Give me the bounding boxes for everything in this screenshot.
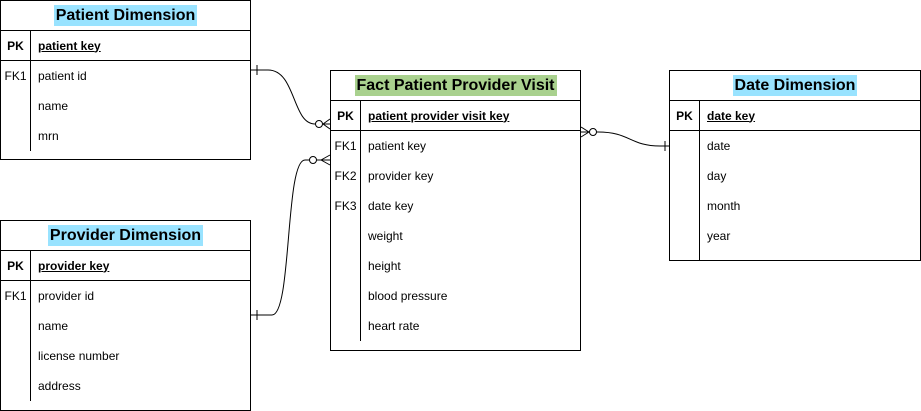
key-label (1, 311, 31, 341)
attribute: date (707, 139, 731, 153)
attribute: name (38, 319, 69, 333)
attribute: day (707, 169, 727, 183)
primary-key-row: PK provider key (1, 251, 250, 281)
entity-title: Fact Patient Provider Visit (354, 75, 557, 96)
entity-header: Patient Dimension (1, 1, 250, 31)
entity-title: Patient Dimension (53, 5, 198, 26)
key-label (331, 311, 361, 341)
attribute-row: weight (331, 221, 580, 251)
key-label (670, 191, 700, 221)
patient-to-fact-relationship[interactable] (251, 65, 331, 130)
key-label: FK1 (1, 281, 31, 311)
crows-foot-upper (580, 126, 590, 133)
attribute-row: blood pressure (331, 281, 580, 311)
zero-marker (589, 128, 597, 136)
key-label (331, 281, 361, 311)
attribute-row: FK1 patient key (331, 131, 580, 161)
crows-foot-upper (320, 154, 331, 161)
key-label (1, 371, 31, 401)
key-label (1, 121, 31, 151)
attribute-row: FK3 date key (331, 191, 580, 221)
attribute-row: FK2 provider key (331, 161, 580, 191)
attribute: year (707, 229, 731, 243)
primary-key-attribute: provider key (38, 258, 110, 273)
attribute: height (368, 259, 401, 273)
provider-to-fact-relationship[interactable] (251, 154, 331, 320)
pk-label: PK (1, 31, 31, 60)
attribute: heart rate (368, 319, 420, 333)
attribute-row: mrn (1, 121, 250, 151)
attribute-row: day (670, 161, 920, 191)
key-label: FK1 (331, 131, 361, 161)
pk-label: PK (670, 101, 700, 130)
attribute: mrn (38, 129, 59, 143)
key-column-tail (670, 251, 700, 261)
attribute-row: year (670, 221, 920, 251)
pk-label: PK (1, 251, 31, 280)
provider-dimension-table[interactable]: Provider Dimension PK provider key FK1 p… (0, 220, 251, 411)
attribute: name (38, 99, 69, 113)
key-label: FK2 (331, 161, 361, 191)
entity-header: Fact Patient Provider Visit (331, 71, 580, 101)
attribute: month (707, 199, 741, 213)
key-label (1, 341, 31, 371)
attribute-row: name (1, 311, 250, 341)
entity-title: Date Dimension (732, 75, 858, 96)
attribute-row: FK1 provider id (1, 281, 250, 311)
primary-key-row: PK patient key (1, 31, 250, 61)
zero-marker (315, 120, 323, 128)
key-label (331, 251, 361, 281)
entity-header: Provider Dimension (1, 221, 250, 251)
key-label: FK3 (331, 191, 361, 221)
attribute-row: FK1 patient id (1, 61, 250, 91)
attribute: weight (368, 229, 403, 243)
pk-label: PK (331, 101, 361, 130)
key-label (331, 221, 361, 251)
key-label (670, 131, 700, 161)
entity-header: Date Dimension (670, 71, 920, 101)
fact-patient-provider-visit-table[interactable]: Fact Patient Provider Visit PK patient p… (330, 70, 581, 351)
primary-key-attribute: patient key (38, 38, 101, 53)
key-label (1, 91, 31, 121)
crows-foot-lower (320, 159, 331, 166)
fact-to-date-relationship[interactable] (580, 126, 669, 151)
attribute-row: name (1, 91, 250, 121)
attribute-row: height (331, 251, 580, 281)
crows-foot-lower (322, 123, 331, 130)
attribute: address (38, 379, 81, 393)
patient-dimension-table[interactable]: Patient Dimension PK patient key FK1 pat… (0, 0, 251, 160)
crows-foot-lower (580, 131, 590, 138)
attribute: blood pressure (368, 289, 448, 303)
attribute-row: license number (1, 341, 250, 371)
primary-key-row: PK date key (670, 101, 920, 131)
date-dimension-table[interactable]: Date Dimension PK date key date day mont… (669, 70, 921, 261)
entity-title: Provider Dimension (47, 225, 204, 246)
attribute-row: date (670, 131, 920, 161)
attribute: license number (38, 349, 120, 363)
attribute-row: address (1, 371, 250, 401)
key-label: FK1 (1, 61, 31, 91)
primary-key-attribute: date key (707, 108, 756, 123)
attribute: patient id (38, 69, 87, 83)
attribute-row: heart rate (331, 311, 580, 341)
attribute-row: month (670, 191, 920, 221)
key-label (670, 161, 700, 191)
attribute: provider id (38, 289, 95, 303)
zero-marker (309, 156, 317, 164)
primary-key-attribute: patient provider visit key (368, 108, 510, 123)
attribute: patient key (368, 139, 427, 153)
attribute: date key (368, 199, 414, 213)
key-label (670, 221, 700, 251)
primary-key-row: PK patient provider visit key (331, 101, 580, 131)
attribute: provider key (368, 169, 434, 183)
crows-foot-upper (322, 118, 331, 125)
